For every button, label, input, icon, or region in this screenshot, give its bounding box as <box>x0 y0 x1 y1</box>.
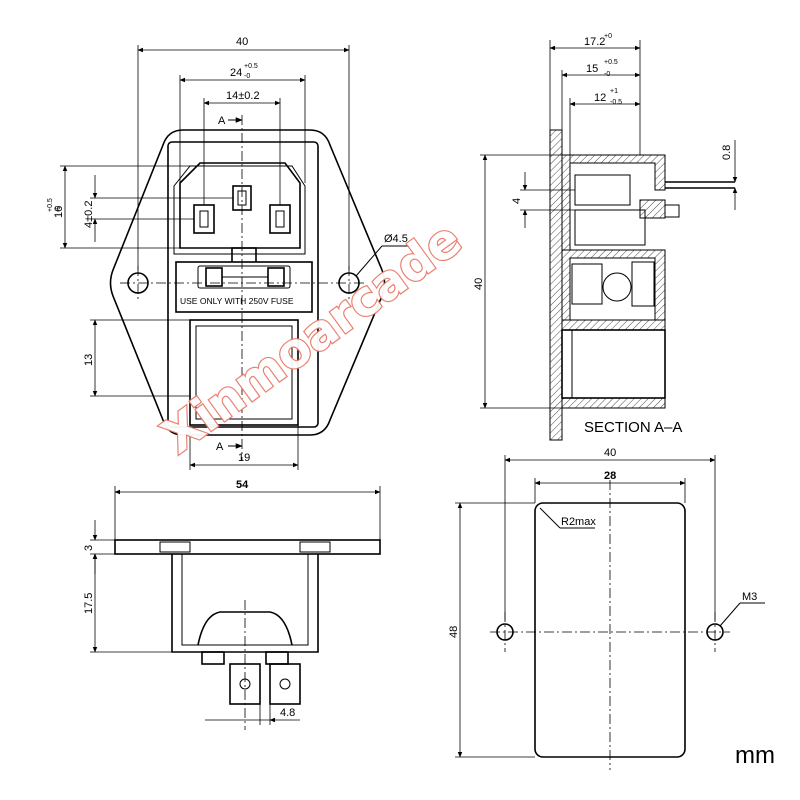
switch-window-inner <box>195 325 293 420</box>
dim-depth-17-tol: +0 <box>604 33 612 40</box>
dim-socket-24-tol-up: +0.5 <box>244 63 258 70</box>
dim-depth-15-tol-up: +0.5 <box>604 59 618 66</box>
neutral-pin-slot <box>275 210 285 228</box>
leader-line <box>539 507 561 529</box>
dim-height-16-tol-low: -0 <box>55 206 62 212</box>
fuse-drawer-tab <box>231 247 257 262</box>
dim-cutout-48: 48 <box>448 626 460 638</box>
section-contact-mid <box>574 209 646 246</box>
section-flange <box>549 129 563 441</box>
switch-window <box>189 319 299 426</box>
front-view: USE ONLY WITH 250V FUSE 40 24 +0.5 -0 14… <box>47 36 412 470</box>
dim-pin-offset: 4±0.2 <box>83 201 95 228</box>
dim-height-16: 16 <box>53 206 65 218</box>
bottom-flange-tab-left <box>159 541 191 553</box>
dim-depth-12-tol-low: -0.5 <box>610 99 622 106</box>
bottom-socket-curve <box>197 611 293 646</box>
fuse-holder <box>197 265 291 289</box>
fuse-drawer <box>175 261 313 313</box>
dim-plate-08: 0.8 <box>721 145 733 160</box>
front-flange-outline <box>109 129 386 436</box>
bottom-terminal-base-left <box>201 651 225 665</box>
dim-socket-24-tol-low: -0 <box>244 73 250 80</box>
section-body-divider <box>561 319 666 331</box>
bottom-terminal-base-right <box>265 651 289 665</box>
section-switch-right <box>631 261 655 307</box>
live-pin-slot <box>199 210 209 228</box>
dim-pins-14: 14±0.2 <box>226 90 260 102</box>
dim-window-13: 13 <box>83 354 95 366</box>
dim-screw-m3: M3 <box>742 591 757 603</box>
terminal-right <box>269 663 301 705</box>
iec-socket-rim <box>173 165 306 255</box>
fuse-warning-text: USE ONLY WITH 250V FUSE <box>180 296 294 306</box>
dim-terminal-4-8: 4.8 <box>280 707 295 719</box>
dim-depth-12: 12 <box>594 92 606 104</box>
bottom-body <box>171 554 319 653</box>
leader-line <box>355 245 383 277</box>
dim-flange-3: 3 <box>83 545 95 551</box>
section-body-lower <box>561 249 666 321</box>
units-label: mm <box>735 742 775 769</box>
dim-gap-4: 4 <box>511 198 523 204</box>
section-bottom-plate <box>561 397 666 409</box>
section-screw <box>664 204 680 218</box>
section-mark-bottom: A <box>216 441 224 453</box>
dim-depth-17: 17.2 <box>584 36 605 48</box>
section-view: SECTION A–A 17.2 +0 15 +0.5 -0 12 +1 -0.… <box>473 33 738 441</box>
section-label: SECTION A–A <box>584 419 682 436</box>
section-mark-top: A <box>218 115 226 127</box>
section-switch-pivot <box>602 272 632 302</box>
bottom-view: 54 3 17.5 4.8 <box>83 479 381 730</box>
neutral-pin <box>269 204 291 234</box>
dim-body-17-5: 17.5 <box>83 593 95 614</box>
dim-width-40: 40 <box>236 36 248 48</box>
section-contact-upper <box>574 174 631 206</box>
dim-depth-15: 15 <box>586 63 598 75</box>
dim-corner-radius: R2max <box>561 516 596 528</box>
terminal-right-hole <box>279 678 291 690</box>
live-pin <box>193 204 215 234</box>
dim-hole-dia: Ø4.5 <box>384 233 408 245</box>
section-lower-housing <box>561 329 666 399</box>
dim-cutout-28: 28 <box>604 470 616 482</box>
bottom-flange <box>114 539 381 555</box>
section-switch-left <box>571 263 603 305</box>
dim-depth-12-tol-up: +1 <box>610 88 618 95</box>
cutout-view: 40 28 R2max M3 48 <box>448 447 765 770</box>
dim-height-16-tol-up: +0.5 <box>47 198 54 212</box>
leader-line <box>719 602 741 627</box>
bottom-flange-tab-right <box>299 541 331 553</box>
section-terminal-block <box>639 199 666 219</box>
dim-depth-15-tol-low: -0 <box>604 71 610 78</box>
dim-window-19: 19 <box>238 452 250 464</box>
dim-height-40: 40 <box>473 278 485 290</box>
dim-overall-54: 54 <box>236 479 249 491</box>
front-body <box>167 141 319 428</box>
dim-cutout-40: 40 <box>604 447 616 459</box>
dim-socket-24: 24 <box>230 67 242 79</box>
